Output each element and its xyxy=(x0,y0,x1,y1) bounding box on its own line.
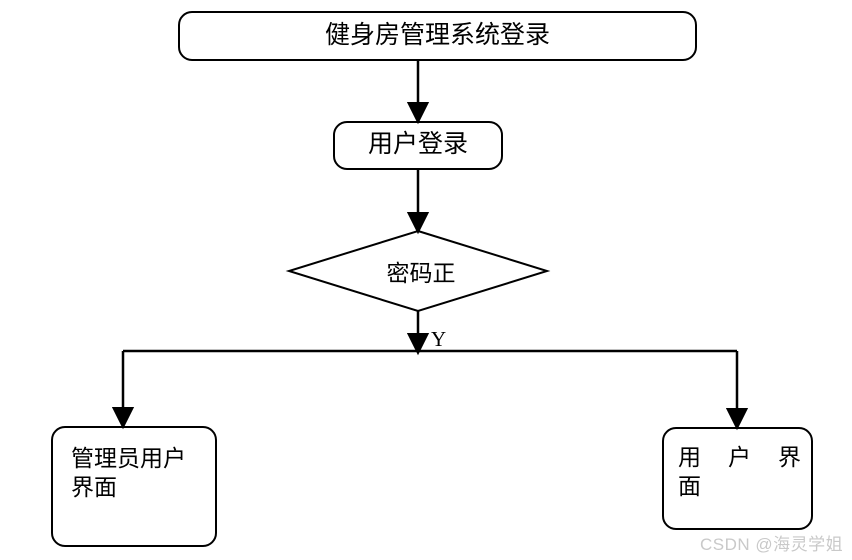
node-admin-label: 管理员用户界面 xyxy=(71,444,201,503)
node-user-label-line-2: 面 xyxy=(678,474,701,500)
csdn-watermark: CSDN @海灵学姐 xyxy=(700,535,844,554)
node-login-label: 用户登录 xyxy=(367,131,468,159)
node-user-interface: 用户界面 xyxy=(662,427,813,530)
node-password-correct-decision: 密码正 xyxy=(289,231,547,311)
node-admin-user-interface: 管理员用户界面 xyxy=(51,426,217,547)
node-user-label: 用户界面 xyxy=(678,443,801,502)
node-system-login-title: 健身房管理系统登录 xyxy=(178,11,697,61)
node-admin-label-line-1: 管理员用 xyxy=(71,446,163,471)
node-decision-label: 密码正 xyxy=(386,261,456,286)
node-admin-label-line-2: 户界面 xyxy=(71,446,186,501)
node-user-label-line-1: 用户界 xyxy=(678,445,801,470)
edge-label-yes: Y xyxy=(431,327,447,351)
node-title-label: 健身房管理系统登录 xyxy=(324,21,550,49)
node-user-login: 用户登录 xyxy=(333,121,503,170)
